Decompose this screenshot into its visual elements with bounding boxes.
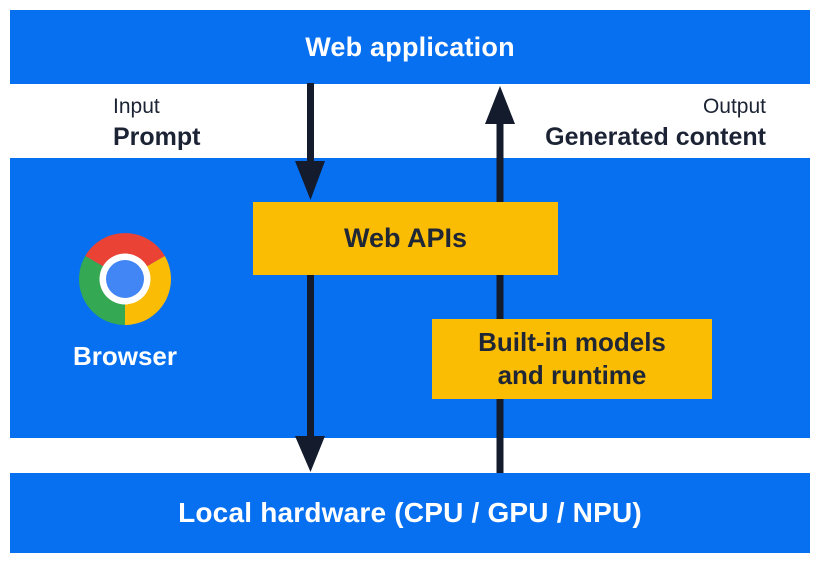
web-application-label: Web application: [305, 31, 515, 62]
web-application-bar: Web application: [10, 10, 810, 84]
builtin-models-line2: and runtime: [497, 360, 647, 390]
chrome-logo-icon: [79, 233, 171, 325]
output-caption: Output: [702, 95, 766, 118]
input-annotation: Input Prompt: [113, 94, 201, 152]
local-hardware-bar: Local hardware (CPU / GPU / NPU): [10, 473, 810, 553]
generated-content-label: Generated content: [545, 123, 766, 151]
builtin-models-line1: Built-in models: [478, 327, 666, 357]
builtin-models-box: Built-in models and runtime: [432, 319, 712, 399]
output-annotation: Output Generated content: [545, 94, 766, 152]
web-apis-box: Web APIs: [253, 202, 558, 275]
web-apis-label: Web APIs: [343, 223, 468, 253]
prompt-label: Prompt: [113, 123, 201, 151]
browser-label: Browser: [72, 341, 178, 371]
input-caption: Input: [113, 95, 160, 118]
local-hardware-label: Local hardware (CPU / GPU / NPU): [178, 497, 642, 528]
